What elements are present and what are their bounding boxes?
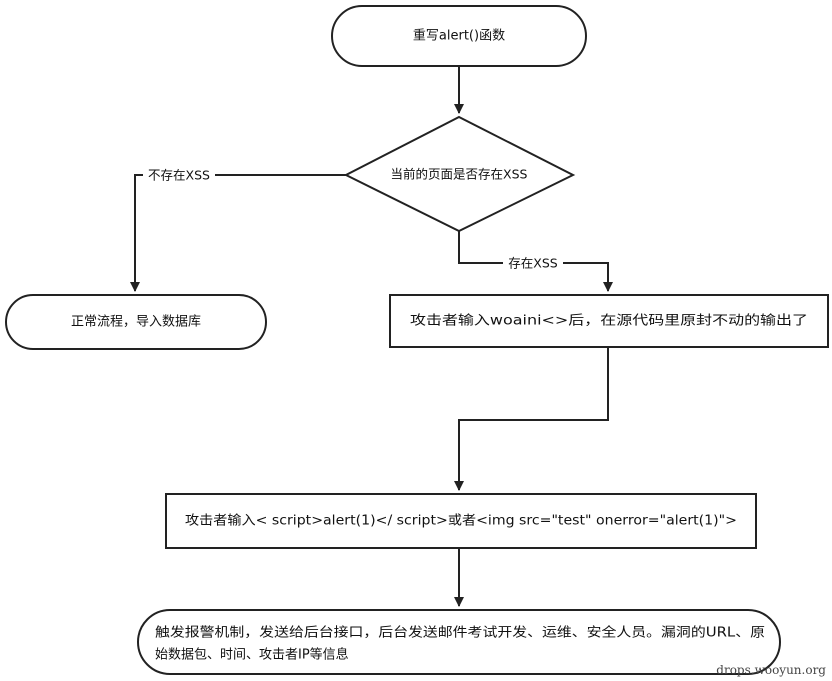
node-output-reflected-label: 攻击者输入woaini<>后，在源代码里原封不动的输出了 (410, 313, 808, 329)
node-alarm-label-line2: 始数据包、时间、攻击者IP等信息 (155, 647, 349, 663)
node-rewrite-alert: 重写alert()函数 (331, 5, 587, 67)
node-alarm: 触发报警机制，发送给后台接口，后台发送邮件考试开发、运维、安全人员。漏洞的URL… (137, 609, 781, 675)
node-decision-xss: 当前的页面是否存在XSS (343, 115, 576, 233)
edge-no-xss (130, 174, 346, 292)
node-rewrite-alert-label: 重写alert()函数 (413, 28, 505, 44)
node-normal-flow: 正常流程，导入数据库 (5, 294, 267, 350)
node-alarm-label-line1: 触发报警机制，发送给后台接口，后台发送邮件考试开发、运维、安全人员。漏洞的URL… (155, 625, 765, 641)
edge-label-no-xss-text: 不存在XSS (148, 168, 210, 183)
edge-label-no-xss: 不存在XSS (143, 166, 215, 184)
node-attacker-input: 攻击者输入< script>alert(1)</ script>或者<img s… (165, 493, 757, 549)
edge-output-to-input (454, 347, 609, 491)
edge-label-has-xss-text: 存在XSS (508, 256, 557, 271)
edge-label-has-xss: 存在XSS (503, 254, 563, 272)
watermark-text: drops.wooyun.org (716, 663, 826, 677)
node-decision-xss-label: 当前的页面是否存在XSS (391, 167, 528, 182)
node-attacker-input-label: 攻击者输入< script>alert(1)</ script>或者<img s… (185, 513, 737, 529)
node-output-reflected: 攻击者输入woaini<>后，在源代码里原封不动的输出了 (389, 294, 829, 348)
node-normal-flow-label: 正常流程，导入数据库 (71, 314, 201, 330)
